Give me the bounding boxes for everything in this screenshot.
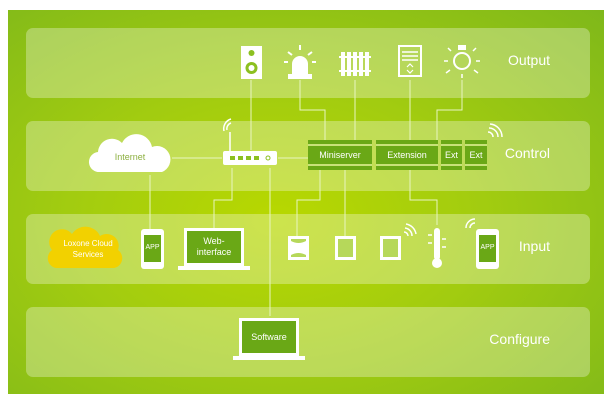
siren-icon [284,45,316,79]
web-interface-label: Web-interface [196,236,232,257]
thermometer-icon [428,228,446,268]
internet-label: Internet [114,152,146,162]
blinds-icon [398,45,422,77]
output-layer: Output [26,28,590,98]
miniserver-module: Miniserver [308,140,372,170]
configure-layer: Configure [26,307,590,377]
presence-sensor-icon [288,236,309,260]
input-label: Input [518,238,550,254]
extension-module: Extension [376,140,438,170]
speaker-icon [241,46,262,79]
app-label-2: APP [480,244,495,251]
loxone-cloud-label: Loxone Cloud Services [63,239,113,259]
radiator-icon [339,52,371,76]
ext-module-2: Ext [465,140,487,170]
wifi-icon [222,118,232,132]
control-label: Control [504,145,550,161]
wireless-phone-icon [465,218,499,269]
output-label: Output [507,52,550,68]
software-label: Software [251,332,287,342]
light-bulb-icon [444,45,480,78]
ext-module-1: Ext [441,140,462,170]
wireless-switch-icon [380,223,417,260]
configure-label: Configure [489,331,550,347]
switch-icon [335,236,356,260]
app-label: APP [145,244,160,251]
